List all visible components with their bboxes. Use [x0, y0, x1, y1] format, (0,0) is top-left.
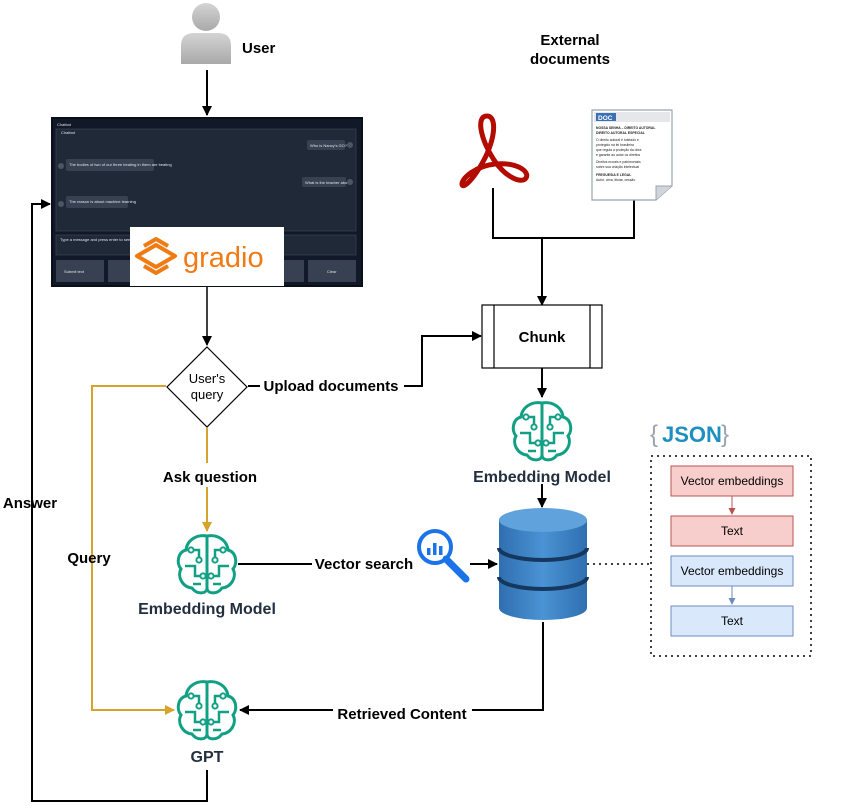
doc-line: e garante ao autor os direitos	[596, 153, 640, 157]
edge-db-to-retrieved	[472, 622, 544, 711]
chat-message-4: The reason is about machine learning	[69, 199, 136, 204]
json-row-text-red	[670, 515, 794, 547]
chat-message-2: The bodies of two of our three beating i…	[69, 162, 172, 167]
vector-search-label: Vector search	[315, 556, 413, 573]
json-row-label: Text	[721, 614, 744, 628]
chat-bubble-user-1	[307, 140, 345, 150]
embedding-model-left-label: Embedding Model	[138, 601, 276, 618]
chat-input-placeholder: Type a message and press enter to send	[60, 237, 133, 242]
ask-question-label: Ask question	[163, 469, 257, 486]
embedding-model-top-label: Embedding Model	[473, 469, 611, 486]
user-icon	[181, 3, 231, 64]
upload-documents-label: Upload documents	[263, 378, 398, 395]
retrieved-content-label: Retrieved Content	[337, 706, 466, 723]
chat-message-3: What is the teacher about?	[305, 180, 354, 185]
vector-search-icon	[417, 529, 470, 583]
doc-line: protegido na lei brasileira	[596, 143, 634, 147]
chat-bubble-bot-2	[66, 196, 128, 208]
edge-upload-to-chunk	[404, 331, 482, 387]
doc-line: FREGUESIA E LEGAL	[596, 173, 631, 177]
json-badge-close: }	[721, 421, 729, 448]
gpt-label: GPT	[191, 749, 224, 766]
json-row-label: Vector embeddings	[681, 564, 784, 578]
json-badge-text: JSON	[662, 422, 722, 447]
clear-button	[308, 260, 356, 282]
pdf-icon	[459, 113, 530, 189]
doc-line: Direitos morais e patrimoniais	[596, 160, 641, 164]
json-row-label: Vector embeddings	[681, 474, 784, 488]
external-documents: External documents DOC NOSSA SENHA – DIR…	[459, 32, 673, 201]
brain-icon	[511, 401, 573, 462]
user-node: User	[181, 3, 276, 64]
gradio-chat-screenshot: Chatbot Chatbot Who is Nancy's GO? The b…	[51, 117, 363, 287]
json-panel-frame	[650, 455, 812, 657]
chat-bubble-bot-1	[66, 159, 154, 171]
gradio-logo-icon	[135, 237, 177, 275]
gradio-logo-card	[130, 227, 284, 286]
doc-line: O direito autoral é tutelado e	[596, 138, 639, 142]
answer-label: Answer	[3, 495, 57, 512]
doc-icon-tag: DOC	[598, 115, 613, 122]
users-query-label-2: query	[191, 387, 224, 402]
gradio-logo-text: gradio	[183, 242, 264, 274]
edge-gpt-to-answer	[31, 199, 208, 802]
users-query-label-1: User's	[189, 371, 226, 386]
chunk-label: Chunk	[519, 329, 566, 346]
doc-line: Autor, obra, titular, cessão	[596, 178, 635, 182]
json-panel: { JSON } Vector embeddings Text Vector e…	[650, 421, 812, 657]
submit-button-label: Submit text	[64, 269, 85, 274]
gradio-sub-label: Chatbot	[61, 130, 76, 135]
chunk-node: Chunk	[481, 304, 603, 369]
gpt-node: GPT	[176, 680, 238, 766]
json-badge-open: {	[650, 421, 658, 448]
json-row-vector-embeddings-red	[670, 465, 794, 497]
json-row-vector-embeddings-blue	[670, 555, 794, 587]
embedding-model-top-node: Embedding Model	[473, 401, 611, 486]
chat-message-1: Who is Nancy's GO?	[310, 143, 348, 148]
json-row-label: Text	[721, 524, 744, 538]
clear-button-label: Clear	[327, 269, 337, 274]
edges	[31, 70, 651, 802]
users-query-node: User's query	[166, 346, 248, 428]
doc-line: que regula a proteção da obra	[596, 148, 642, 152]
brain-icon	[176, 534, 238, 595]
doc-line: DIREITO AUTORAL ESPECIAL	[596, 131, 645, 135]
embedding-model-left-node: Embedding Model	[138, 534, 276, 618]
vector-database-icon	[497, 508, 589, 620]
edge-pdf-to-chunk	[492, 188, 542, 239]
gradio-tab-label: Chatbot	[57, 122, 72, 127]
doc-icon: DOC NOSSA SENHA – DIREITO AUTORAL DIREIT…	[591, 109, 673, 201]
query-label: Query	[67, 550, 111, 567]
json-row-text-blue	[670, 605, 794, 637]
user-label: User	[242, 40, 276, 57]
edge-query-to-gpt	[91, 385, 175, 715]
submit-button	[56, 260, 104, 282]
edge-doc-to-chunk	[542, 200, 635, 239]
external-documents-label-1: External	[540, 32, 599, 49]
brain-icon	[176, 680, 238, 741]
chat-bubble-user-2	[302, 177, 346, 187]
doc-line: NOSSA SENHA – DIREITO AUTORAL	[596, 126, 655, 130]
external-documents-label-2: documents	[530, 51, 610, 68]
doc-line: sobre sua criação intelectual	[596, 165, 639, 169]
